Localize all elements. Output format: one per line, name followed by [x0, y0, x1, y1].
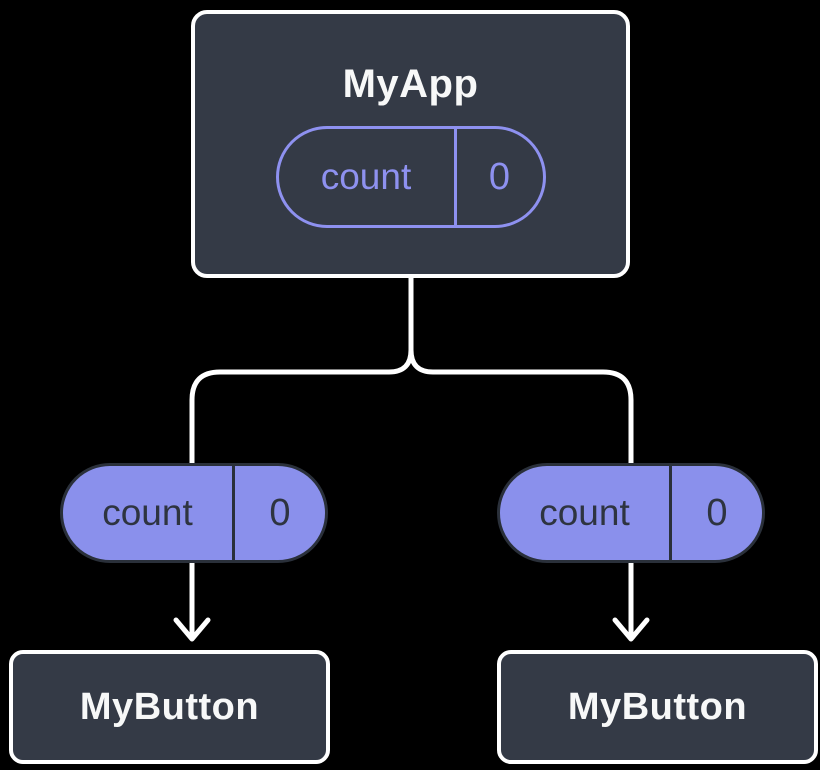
prop-pill-left: count 0 [60, 463, 328, 563]
child-node-title: MyButton [567, 685, 748, 728]
root-node-title: MyApp [342, 62, 479, 106]
arrow-down-icon [612, 617, 650, 642]
connector-right-branch [408, 273, 634, 639]
root-state-pill: count 0 [275, 126, 546, 228]
prop-value: 0 [706, 491, 728, 534]
state-label: count [279, 129, 457, 225]
root-component-node: MyApp count 0 [191, 10, 630, 278]
prop-pill-right: count 0 [497, 463, 765, 563]
child-component-node-right: MyButton [497, 650, 818, 764]
prop-label: count [500, 466, 672, 560]
prop-value: 0 [269, 491, 291, 534]
connector-left-branch [189, 273, 414, 639]
arrow-down-icon [173, 617, 211, 642]
child-node-title: MyButton [79, 685, 260, 728]
state-value: 0 [488, 155, 511, 198]
child-component-node-left: MyButton [9, 650, 330, 764]
prop-label: count [63, 466, 235, 560]
